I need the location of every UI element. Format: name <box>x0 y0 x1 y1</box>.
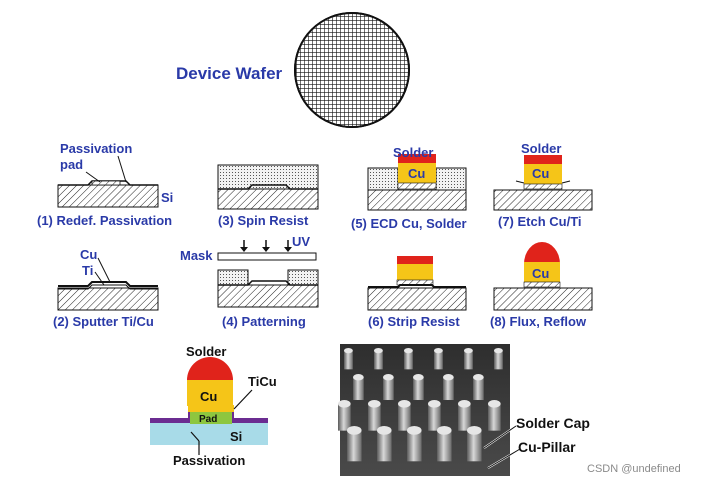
sem-pillar-cap <box>368 400 381 408</box>
step-7-label-solder: Solder <box>521 141 561 156</box>
sem-pillar <box>404 350 413 370</box>
xsec-label-passivation: Passivation <box>173 453 245 468</box>
step-5-label-cu: Cu <box>408 166 425 181</box>
step-7-label-cu: Cu <box>532 166 549 181</box>
sem-pillar-cap <box>407 426 422 435</box>
sem-pillar-cap <box>377 426 392 435</box>
sem-pillar-cap <box>458 400 471 408</box>
step-3-caption: (3) Spin Resist <box>218 213 309 228</box>
sem-pillar <box>347 430 362 462</box>
step-8-label-cu: Cu <box>532 266 549 281</box>
step-4-diagram <box>217 240 319 308</box>
xsec-label-ticu: TiCu <box>248 374 277 389</box>
step-5-caption: (5) ECD Cu, Solder <box>351 216 467 231</box>
sem-pillar <box>494 350 503 370</box>
sem-pillar <box>458 403 471 431</box>
sem-pillar-cap <box>428 400 441 408</box>
sem-pillar <box>428 403 441 431</box>
sem-pillar <box>353 377 364 400</box>
sem-pillar <box>437 430 452 462</box>
sem-pillar <box>464 350 473 370</box>
sem-label-cu-pillar: Cu-Pillar <box>518 439 576 455</box>
xsec-label-pad: Pad <box>199 414 217 425</box>
sem-pillar <box>344 350 353 370</box>
step-4-label-uv: UV <box>292 234 310 249</box>
step-2-label-ti: Ti <box>82 263 93 278</box>
step-2-label-cu: Cu <box>80 247 97 262</box>
sem-pillar-cap <box>473 374 484 381</box>
step-1-label-passivation: Passivation <box>60 141 132 156</box>
sem-label-solder-cap: Solder Cap <box>516 415 590 431</box>
watermark: CSDN @undefined <box>587 463 681 475</box>
step-3-diagram <box>217 164 319 210</box>
sem-pillar-cap <box>347 426 362 435</box>
sem-pillar <box>434 350 443 370</box>
sem-pillar-cap <box>443 374 454 381</box>
step-2-caption: (2) Sputter Ti/Cu <box>53 314 154 329</box>
sem-pillar <box>413 377 424 400</box>
sem-pillar-cap <box>437 426 452 435</box>
step-6-diagram <box>367 256 467 311</box>
step-2-diagram <box>57 257 159 311</box>
step-1-diagram <box>57 155 159 208</box>
sem-pillar <box>398 403 411 431</box>
wafer-title: Device Wafer <box>176 64 283 83</box>
sem-pillar-cap <box>338 400 351 408</box>
sem-pillar <box>383 377 394 400</box>
sem-pillar-cap <box>488 400 501 408</box>
sem-pillar-cap <box>374 348 383 354</box>
xsec-label-cu: Cu <box>200 389 217 404</box>
step-6-caption: (6) Strip Resist <box>368 314 460 329</box>
xsec-label-si: Si <box>230 429 242 444</box>
step-1-label-pad: pad <box>60 157 83 172</box>
step-4-label-mask: Mask <box>180 248 213 263</box>
xsec-label-solder: Solder <box>186 344 226 359</box>
step-5-diagram <box>367 154 467 211</box>
step-8-diagram <box>493 242 593 311</box>
sem-micrograph <box>338 344 510 476</box>
sem-pillar <box>407 430 422 462</box>
step-4-caption: (4) Patterning <box>222 314 306 329</box>
sem-pillar-cap <box>413 374 424 381</box>
sem-pillar-cap <box>464 348 473 354</box>
sem-pillar <box>443 377 454 400</box>
sem-pointers <box>483 425 521 469</box>
sem-pillar <box>368 403 381 431</box>
sem-pillar <box>377 430 392 462</box>
wafer-icon <box>294 12 410 128</box>
step-5-label-solder: Solder <box>393 145 433 160</box>
sem-pillar-cap <box>383 374 394 381</box>
step-7-caption: (7) Etch Cu/Ti <box>498 214 582 229</box>
sem-pillar-cap <box>398 400 411 408</box>
sem-pillar <box>467 430 482 462</box>
sem-pillar-cap <box>404 348 413 354</box>
sem-pillar <box>488 403 501 431</box>
step-1-caption: (1) Redef. Passivation <box>37 213 172 228</box>
sem-pillar <box>374 350 383 370</box>
pillar-cross-section <box>150 357 268 455</box>
sem-pillar <box>338 403 351 431</box>
sem-pillar-cap <box>434 348 443 354</box>
sem-pillar-cap <box>353 374 364 381</box>
step-7-diagram <box>493 155 593 211</box>
sem-pillar-cap <box>467 426 482 435</box>
sem-pillar-cap <box>344 348 353 354</box>
step-8-caption: (8) Flux, Reflow <box>490 314 587 329</box>
sem-pillar <box>473 377 484 400</box>
sem-pillar-cap <box>494 348 503 354</box>
step-1-label-si: Si <box>161 190 173 205</box>
